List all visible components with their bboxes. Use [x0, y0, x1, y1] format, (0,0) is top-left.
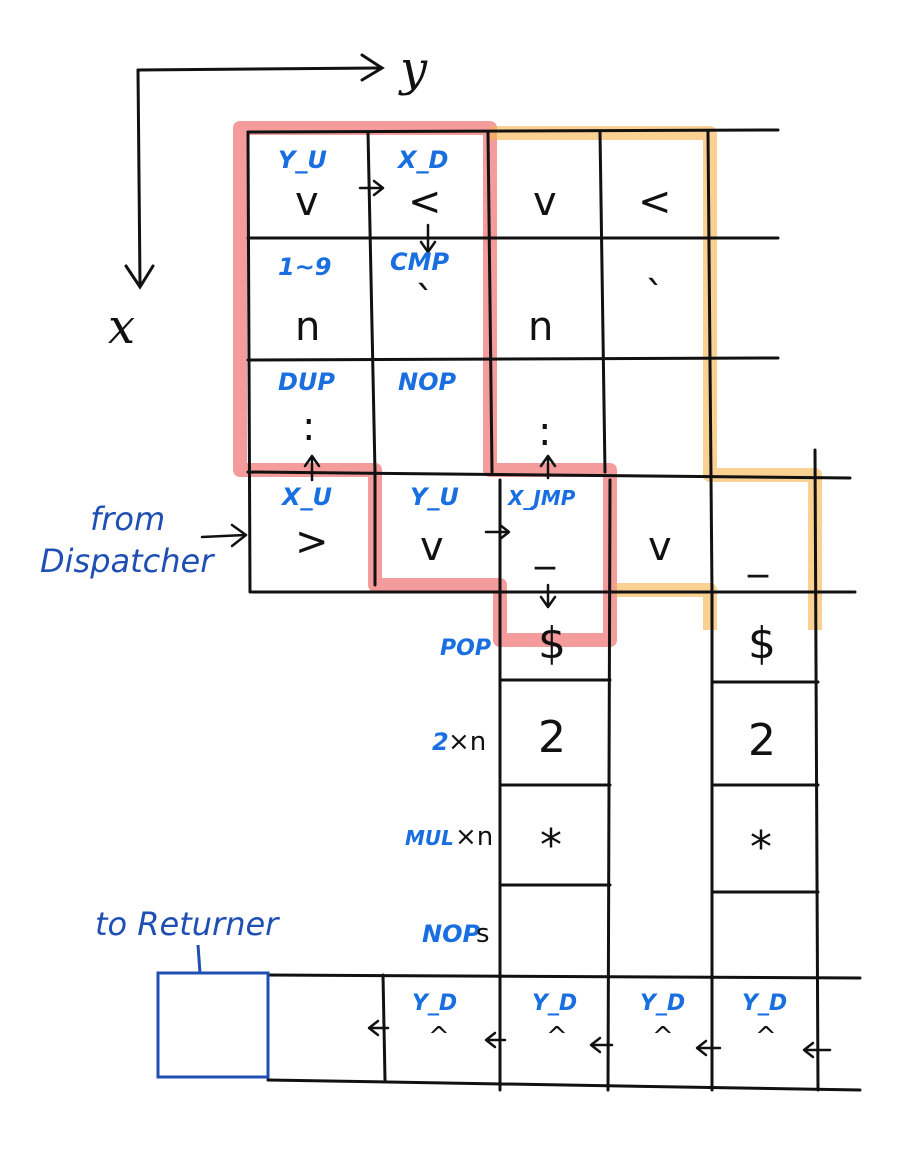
returner-box: [156, 971, 270, 1079]
bottom-2-symbol: ^: [652, 1022, 674, 1052]
cell-1-1-label: CMP: [390, 248, 449, 276]
cell-0-0-symbol: v: [295, 179, 319, 225]
cell-1-2-symbol: n: [528, 304, 553, 350]
col-row-1-symbol-b: 2: [748, 715, 776, 766]
y-axis-label: y: [398, 41, 428, 97]
col-row-2-symbol-b: *: [750, 822, 772, 873]
cell-3-3-symbol: v: [648, 524, 672, 570]
bottom-3-label: Y_D: [742, 991, 787, 1016]
x-axis-label: x: [108, 299, 135, 355]
bottom-3-symbol: ^: [755, 1022, 777, 1052]
cell-1-3-symbol: `: [645, 274, 665, 320]
arrow-up-2-2: [539, 454, 557, 480]
arrow-right-3: [484, 523, 511, 541]
col-row-1-label: 2: [432, 728, 449, 756]
cell-3-0-label: X_U: [280, 483, 332, 511]
cell-3-4-symbol: _: [747, 532, 769, 578]
returner-connector: [196, 944, 202, 974]
arrow-down-0: [419, 223, 437, 254]
col-row-2-symbol-a: *: [540, 820, 562, 871]
cell-0-1-label: X_D: [396, 146, 448, 174]
col-row-0-symbol-a: $: [538, 618, 566, 669]
arrow-right-0: [358, 179, 385, 197]
arrow-down-3: [539, 583, 557, 609]
col-row-0-symbol-b: $: [748, 618, 776, 669]
bottom-1-symbol: ^: [546, 1022, 568, 1052]
cell-0-3-symbol: <: [638, 179, 672, 225]
from-label: from: [90, 500, 165, 538]
bottom-0-symbol: ^: [428, 1022, 450, 1052]
cell-1-0-symbol: n: [295, 304, 320, 350]
bottom-arrows-left: [367, 1019, 832, 1059]
cell-3-1-label: Y_U: [410, 483, 459, 511]
col-row-2-label: MUL: [405, 826, 454, 850]
axis-arrows: [124, 53, 385, 290]
arrow-up-2-0: [303, 454, 321, 482]
cell-1-1-symbol: `: [415, 279, 435, 325]
col-row-3-suffix: s: [476, 919, 490, 949]
bottom-0-label: Y_D: [412, 991, 457, 1016]
bottom-2-label: Y_D: [640, 991, 685, 1016]
col-row-1-symbol-a: 2: [538, 712, 566, 763]
cell-3-2-label: X_JMP: [506, 486, 576, 510]
col-row-2-suffix: ×n: [455, 822, 493, 852]
cell-0-2-symbol: v: [533, 179, 557, 225]
dispatcher-arrow: [200, 523, 248, 548]
to-returner-label: to Returner: [95, 905, 280, 943]
cell-3-0-symbol: >: [295, 519, 329, 565]
upper-grid: [246, 128, 857, 1092]
dispatcher-label: Dispatcher: [40, 542, 215, 580]
cell-2-0-label: DUP: [278, 368, 335, 396]
cell-2-0-symbol: :: [302, 404, 315, 450]
cell-2-1-label: NOP: [398, 368, 456, 396]
col-row-3-label: NOP: [422, 920, 480, 948]
col-row-0-label: POP: [440, 636, 491, 661]
bottom-1-label: Y_D: [532, 991, 577, 1016]
cell-1-0-label: 1~9: [278, 253, 332, 281]
col-row-1-suffix: ×n: [448, 727, 486, 757]
cell-0-1-symbol: <: [408, 179, 442, 225]
cell-0-0-label: Y_U: [278, 146, 327, 174]
cell-2-2-symbol: :: [538, 409, 551, 455]
cell-3-1-symbol: v: [420, 524, 444, 570]
column-cells: [498, 590, 820, 1092]
cell-3-2-symbol: _: [534, 524, 556, 570]
